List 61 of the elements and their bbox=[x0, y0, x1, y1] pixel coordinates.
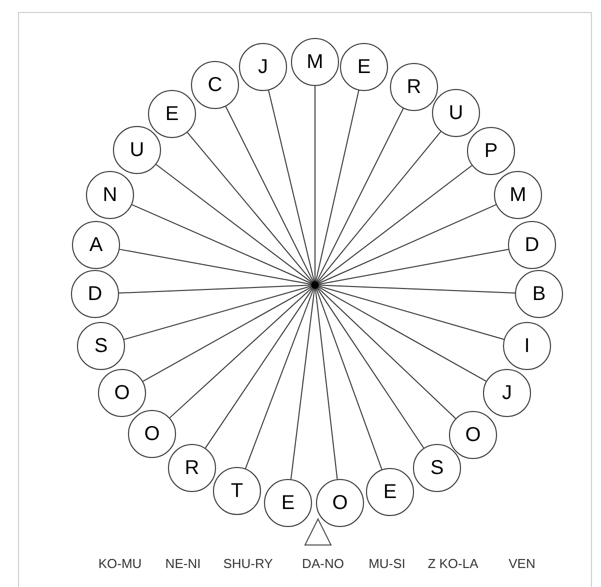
letter: P bbox=[484, 141, 498, 161]
scale-label: NE-NI bbox=[165, 557, 201, 570]
scale-label: KO-MU bbox=[98, 557, 142, 570]
scale-label: MU-SI bbox=[368, 557, 406, 570]
letter: R bbox=[184, 458, 200, 478]
spoke-line bbox=[142, 286, 312, 382]
letter: J bbox=[502, 383, 512, 403]
letter: O bbox=[465, 425, 481, 445]
letter: E bbox=[165, 104, 179, 124]
letter: N bbox=[102, 185, 118, 205]
letter: S bbox=[430, 458, 444, 478]
letter: E bbox=[357, 57, 371, 77]
spoke-line bbox=[317, 287, 456, 419]
spoke-line bbox=[225, 106, 314, 282]
spoke-line bbox=[318, 286, 487, 382]
spoke-line bbox=[314, 288, 338, 480]
spoke-line bbox=[318, 165, 472, 284]
spoke-line bbox=[315, 90, 360, 282]
letter: M bbox=[510, 185, 526, 205]
letter: I bbox=[524, 336, 530, 356]
letter: D bbox=[88, 284, 102, 304]
letter: D bbox=[524, 235, 540, 255]
letter: O bbox=[144, 424, 160, 444]
spoke-line bbox=[316, 288, 424, 449]
letter: B bbox=[532, 284, 546, 304]
letter: U bbox=[130, 140, 144, 160]
letter: A bbox=[89, 235, 103, 255]
letter: J bbox=[258, 57, 268, 77]
spoke-line bbox=[318, 248, 509, 285]
letter: R bbox=[406, 77, 422, 97]
spoke-line bbox=[124, 286, 312, 340]
letter: O bbox=[332, 493, 348, 513]
spoke-line bbox=[318, 286, 504, 340]
letter: S bbox=[94, 336, 108, 356]
letter: U bbox=[448, 103, 464, 123]
scale-label: SHU-RY bbox=[223, 557, 273, 570]
letter: C bbox=[208, 75, 222, 95]
spoke-line bbox=[316, 288, 382, 470]
spoke-line bbox=[290, 288, 315, 480]
spoke-line bbox=[316, 108, 404, 282]
spoke-line bbox=[314, 86, 316, 282]
spoke-line bbox=[118, 284, 312, 294]
spoke-line bbox=[186, 132, 313, 282]
letter: M bbox=[306, 52, 324, 72]
spoke-line bbox=[318, 284, 516, 294]
spoke-line bbox=[318, 204, 497, 284]
spoke-line bbox=[245, 288, 314, 470]
spoke-line bbox=[131, 204, 312, 284]
scale-label: DA-NO bbox=[302, 557, 344, 570]
letter: E bbox=[281, 493, 295, 513]
letter: T bbox=[230, 481, 244, 501]
spoke-line bbox=[204, 288, 314, 449]
scale-label: Z KO-LA bbox=[428, 557, 478, 570]
letter: O bbox=[114, 383, 130, 403]
letter: E bbox=[383, 482, 397, 502]
spoke-line bbox=[119, 248, 312, 285]
spoke-line bbox=[169, 287, 313, 418]
spoke-line bbox=[317, 131, 442, 282]
spoke-line bbox=[156, 164, 312, 284]
scale-label: VEN bbox=[508, 557, 536, 570]
spoke-line bbox=[268, 90, 315, 282]
